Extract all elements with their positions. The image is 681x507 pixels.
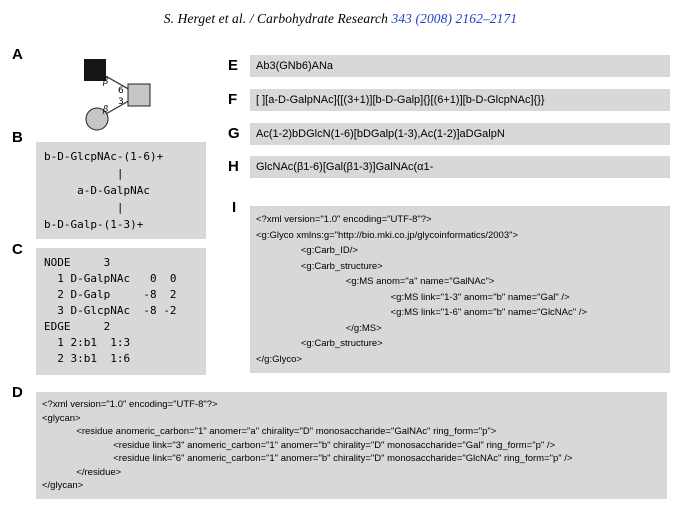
panel-c-box: NODE 3 1 D-GalpNAc 0 0 2 D-Galp -8 2 3 D… bbox=[36, 248, 206, 375]
panel-g-box: Ac(1-2)bDGlcN(1-6)[bDGalp(1-3),Ac(1-2)]a… bbox=[250, 123, 670, 145]
panel-f-text: [ ][a-D-GalpNAc]{[(3+1)][b-D-Galp]{}[(6+… bbox=[256, 94, 545, 106]
panel-i-text: <?xml version="1.0" encoding="UTF-8"?> <… bbox=[256, 214, 587, 365]
panel-label-f: F bbox=[228, 91, 238, 108]
panel-i-box: <?xml version="1.0" encoding="UTF-8"?> <… bbox=[250, 206, 670, 373]
glcnac-filled-square-icon bbox=[84, 59, 106, 81]
top-linkage-anomer-label: β bbox=[102, 77, 108, 87]
panel-c-text: NODE 3 1 D-GalpNAc 0 0 2 D-Galp -8 2 3 D… bbox=[44, 256, 177, 365]
panel-label-e: E bbox=[228, 57, 239, 74]
top-linkage-position-label: 6 bbox=[118, 86, 124, 96]
panel-b-text: b-D-GlcpNAc-(1-6)+ | a-D-GalpNAc | b-D-G… bbox=[44, 150, 164, 231]
running-head-citation-link[interactable]: 343 (2008) 2162–2171 bbox=[391, 11, 518, 26]
panel-label-b: B bbox=[12, 129, 23, 146]
running-head-authors-journal: S. Herget et al. / Carbohydrate Research bbox=[163, 11, 392, 26]
panel-e-box: Ab3(GNb6)ANa bbox=[250, 55, 670, 77]
panel-d-box: <?xml version="1.0" encoding="UTF-8"?> <… bbox=[36, 392, 667, 499]
gal-shaded-circle-icon bbox=[85, 107, 109, 131]
panel-label-a: A bbox=[12, 46, 23, 63]
panel-label-i: I bbox=[232, 199, 237, 216]
glycan-symbol-diagram: β 6 β 3 bbox=[84, 59, 151, 131]
panel-f-box: [ ][a-D-GalpNAc]{[(3+1)][b-D-Galp]{}[(6+… bbox=[250, 89, 670, 111]
running-head: S. Herget et al. / Carbohydrate Research… bbox=[0, 11, 681, 27]
panel-d-text: <?xml version="1.0" encoding="UTF-8"?> <… bbox=[42, 399, 573, 491]
bottom-linkage-anomer-label: β bbox=[102, 105, 108, 115]
panel-b-box: b-D-GlcpNAc-(1-6)+ | a-D-GalpNAc | b-D-G… bbox=[36, 142, 206, 239]
panel-g-text: Ac(1-2)bDGlcN(1-6)[bDGalp(1-3),Ac(1-2)]a… bbox=[256, 128, 505, 140]
galnac-shaded-square-icon bbox=[127, 83, 151, 107]
panel-e-text: Ab3(GNb6)ANa bbox=[256, 60, 334, 72]
panel-h-box: GlcNAc(β1-6)[Gal(β1-3)]GalNAc(α1- bbox=[250, 156, 670, 178]
panel-label-h: H bbox=[228, 158, 239, 175]
panel-label-g: G bbox=[228, 125, 240, 142]
bottom-linkage-position-label: 3 bbox=[118, 97, 124, 107]
panel-h-text: GlcNAc(β1-6)[Gal(β1-3)]GalNAc(α1- bbox=[256, 161, 434, 173]
panel-label-d: D bbox=[12, 384, 23, 401]
panel-label-c: C bbox=[12, 241, 23, 258]
